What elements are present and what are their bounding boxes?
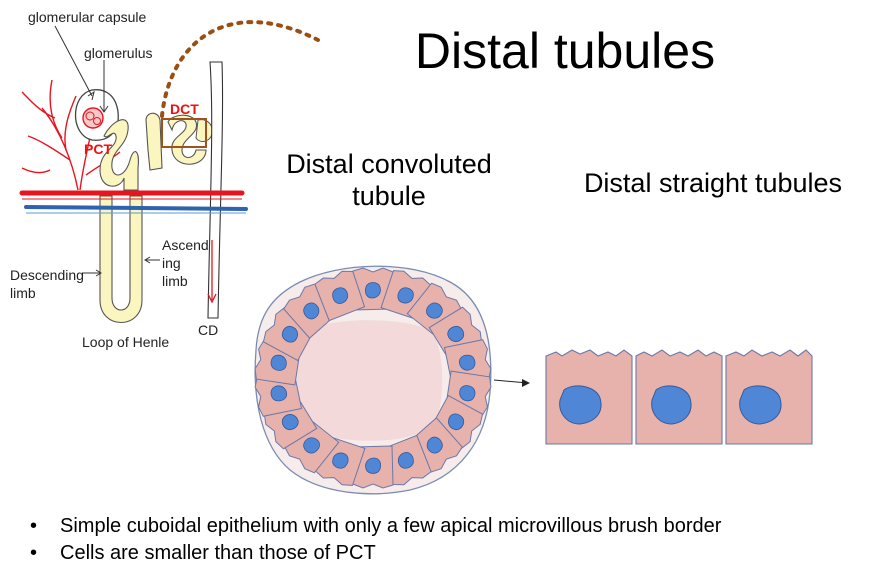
ring-cell-nucleus [303, 437, 320, 454]
slide-title: Distal tubules [414, 23, 716, 79]
distal-convoluted-heading-line-2: tubule [352, 181, 426, 211]
label-descending-limb-line-2: limb [10, 285, 36, 301]
straight-cell-2 [635, 349, 723, 445]
dct-cross-section [254, 265, 492, 495]
ring-cell-nucleus [426, 436, 443, 454]
label-loop-of-henle: Loop of Henle [82, 334, 170, 350]
label-ascending-limb: Ascend ing limb [162, 236, 209, 290]
ring-cell-nucleus [364, 282, 381, 299]
label-ascending-limb-line-2: ing [162, 255, 181, 271]
collecting-duct [207, 61, 224, 319]
blue-vessel [24, 205, 248, 211]
label-glomerular-capsule: glomerular capsule [28, 9, 147, 25]
ring-cell-nucleus [426, 302, 443, 319]
ring-cell-nucleus [281, 326, 298, 343]
label-ascending-limb-line-3: limb [162, 273, 188, 289]
distal-straight-heading: Distal straight tubules [583, 168, 843, 198]
ring-cell-nucleus [332, 287, 349, 304]
label-descending-limb-line-1: Descending [10, 267, 84, 283]
pct-segment [99, 119, 139, 191]
straight-tubule-cells [545, 349, 813, 445]
label-descending-limb: Descending limb [10, 266, 84, 302]
lumen [296, 320, 443, 441]
label-dct: DCT [170, 101, 199, 117]
dotted-pointer-arc [160, 20, 320, 118]
ring-cell [380, 434, 432, 486]
distal-convoluted-heading: Distal convoluted tubule [262, 148, 516, 212]
ring-cell-nucleus [447, 326, 465, 342]
ring-cell [314, 270, 366, 322]
ring-cell-nucleus [332, 452, 349, 469]
distal-convoluted-heading-line-1: Distal convoluted [286, 149, 492, 179]
label-ascending-limb-line-1: Ascend [162, 237, 209, 253]
label-pct: PCT [84, 141, 112, 157]
ring-cell-nucleus [397, 287, 414, 304]
ring-cell [352, 267, 394, 311]
ring-cell-nucleus [281, 414, 299, 430]
bullet-item: Simple cuboidal epithelium with only a f… [30, 513, 721, 540]
label-cd: CD [198, 322, 219, 338]
glomerulus-tuft [82, 107, 104, 129]
loop-of-henle [99, 195, 143, 323]
ring-cell-nucleus [448, 413, 465, 430]
straight-cell-1 [545, 349, 633, 445]
ring-cell [352, 445, 394, 489]
label-glomerulus: glomerulus [84, 45, 153, 61]
ring-cell-nucleus [270, 354, 287, 371]
dct-convolution [167, 114, 207, 165]
ring-cell-nucleus [270, 385, 288, 402]
ring-cell-nucleus [365, 457, 382, 474]
bullet-list: Simple cuboidal epithelium with only a f… [30, 513, 721, 567]
bullet-item: Cells are smaller than those of PCT [30, 540, 721, 567]
dct-highlight-box [161, 118, 207, 148]
ring-cell-nucleus [397, 452, 414, 469]
ring-cell-nucleus [303, 302, 320, 320]
ring-cell-nucleus [458, 354, 476, 371]
ring-cell-nucleus [459, 385, 476, 402]
label-leaders [54, 25, 160, 277]
dct-segment [145, 112, 163, 171]
straight-cell-3 [725, 349, 813, 445]
